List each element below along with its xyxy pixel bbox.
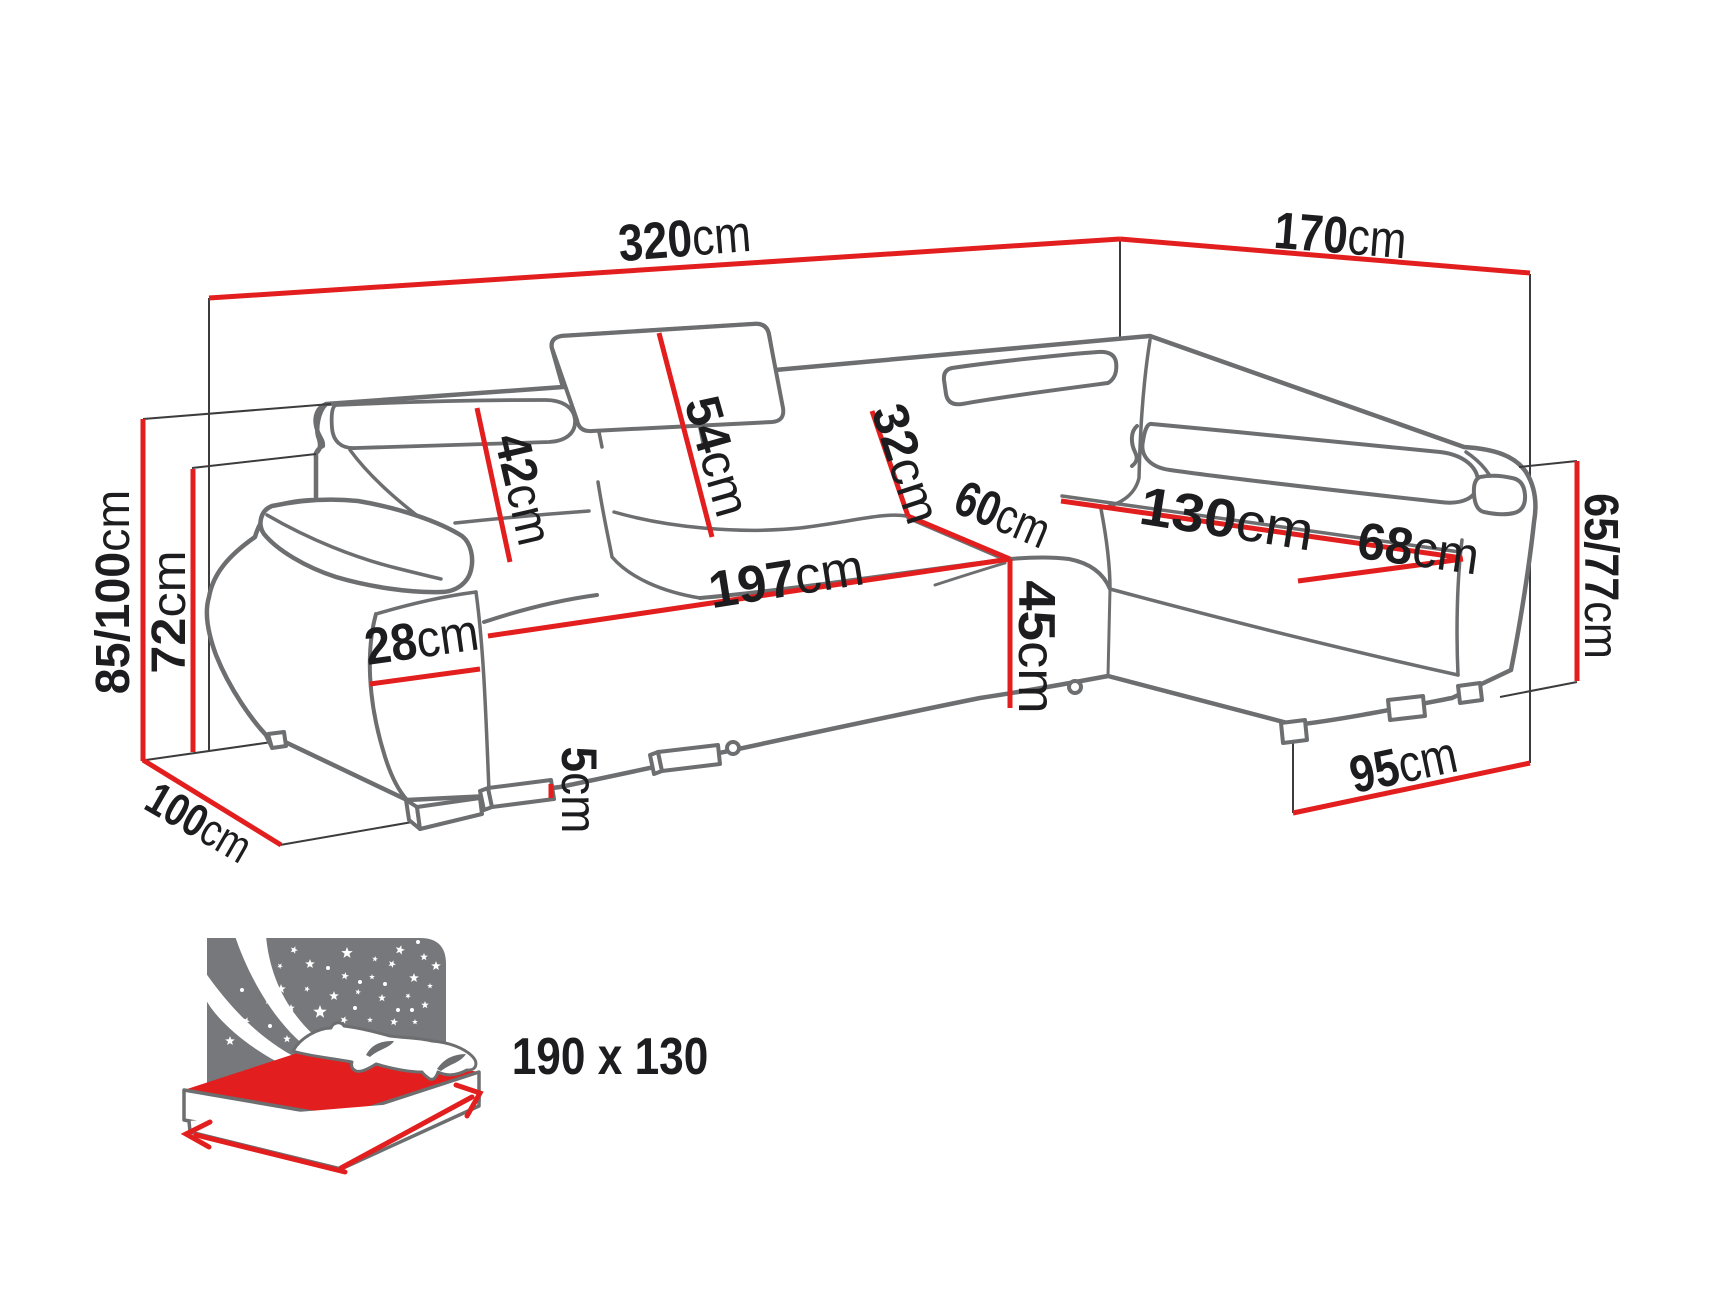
svg-text:42cm: 42cm [483,428,562,550]
svg-text:85/100cm: 85/100cm [86,490,140,694]
svg-text:170cm: 170cm [1272,201,1409,270]
svg-text:197cm: 197cm [705,538,868,620]
svg-text:28cm: 28cm [361,603,482,676]
svg-text:72cm: 72cm [142,550,196,673]
svg-text:45cm: 45cm [1007,580,1065,713]
svg-text:5cm: 5cm [551,747,606,834]
svg-text:130cm: 130cm [1136,475,1318,562]
svg-text:190 x 130: 190 x 130 [512,1028,709,1086]
svg-text:68cm: 68cm [1354,511,1483,586]
svg-text:95cm: 95cm [1345,725,1463,804]
svg-text:320cm: 320cm [616,205,753,273]
svg-text:65/77cm: 65/77cm [1574,493,1628,659]
